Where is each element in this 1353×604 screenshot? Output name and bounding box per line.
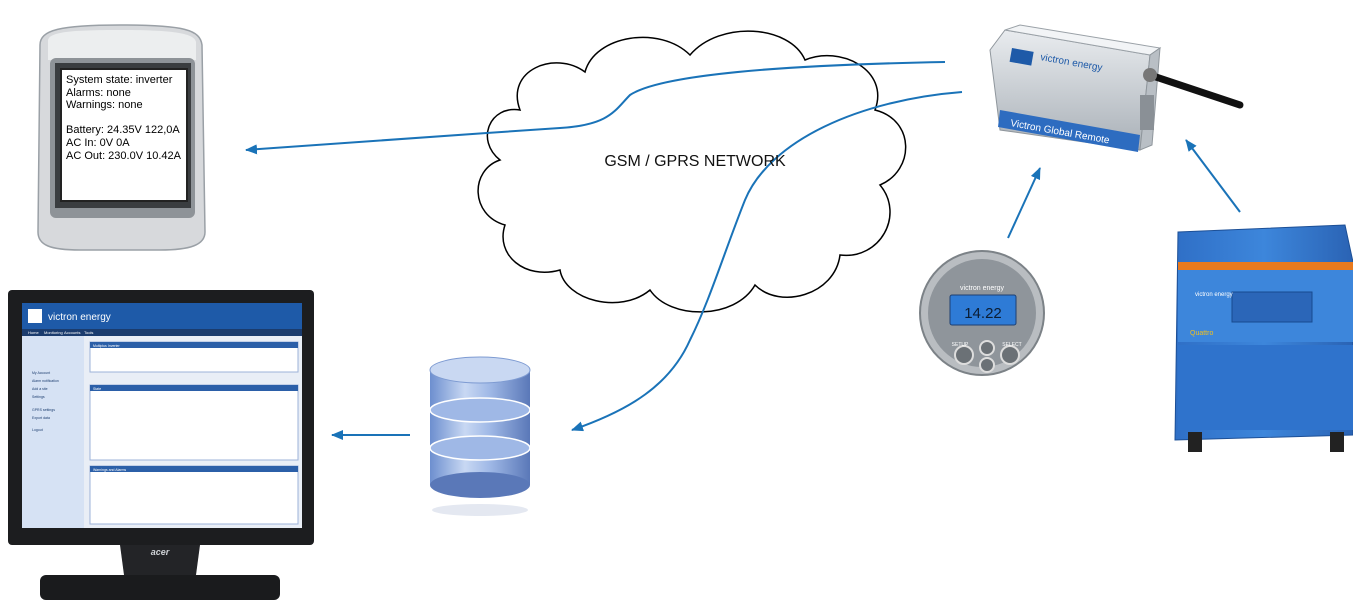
monitor-panel-title: Multiplus Inverter <box>93 344 120 348</box>
bmv-reading: 14.22 <box>964 305 1002 322</box>
phone-line-spacer <box>66 112 182 125</box>
monitor-menu-item: Logout <box>32 428 43 432</box>
monitor-menu-item: Add a site <box>32 387 48 391</box>
monitor-panel-title: State <box>93 387 101 391</box>
quattro-inverter <box>1174 224 1353 452</box>
phone-screen: System state: inverter Alarms: none Warn… <box>60 68 188 202</box>
bmv-brand: victron energy <box>960 285 1004 292</box>
network-cloud <box>477 30 907 313</box>
quattro-brand: victron energy <box>1195 292 1233 298</box>
bmv-select-label: SELECT <box>1002 342 1021 348</box>
monitor-bezel-brand: acer <box>151 547 170 557</box>
battery-monitor-device <box>919 250 1045 376</box>
monitor-menu-item: My Account <box>32 371 50 375</box>
monitor-brand: victron energy <box>48 312 111 323</box>
phone-line-ac-in: AC In: 0V 0A <box>66 136 130 149</box>
network-label: GSM / GPRS NETWORK <box>604 153 786 170</box>
monitor-nav-home: Home <box>28 330 39 335</box>
arrow-remote-to-database <box>571 91 963 432</box>
arrow-bmv-to-remote <box>1007 167 1041 239</box>
phone-line-ac-out: AC Out: 230.0V 10.42A <box>66 149 181 162</box>
computer-monitor <box>8 290 314 600</box>
quattro-model: Quattro <box>1190 330 1213 337</box>
monitor-menu-item: GPRS settings <box>32 408 55 412</box>
monitor-nav-tools: Tools <box>84 330 93 335</box>
monitor-menu-item: Alarm notification <box>32 379 59 383</box>
arrow-remote-to-phone <box>245 61 946 155</box>
monitor-panel-title: Warnings and Alarms <box>93 468 126 472</box>
bmv-setup-label: SETUP <box>952 342 969 348</box>
monitor-nav-monitoring: Monitoring <box>44 330 63 335</box>
database-icon <box>429 356 531 516</box>
phone-line-alarms: Alarms: none <box>66 86 131 99</box>
global-remote-device <box>989 24 1244 152</box>
monitor-menu-item: Settings <box>32 395 45 399</box>
monitor-nav-accounts: Accounts <box>64 330 80 335</box>
phone-line-system-state: System state: inverter <box>66 74 173 86</box>
monitor-menu-item: Export data <box>32 416 50 420</box>
phone-line-warnings: Warnings: none <box>66 99 143 112</box>
phone-line-battery: Battery: 24.35V 122,0A <box>66 124 180 137</box>
arrow-quattro-to-remote <box>1185 139 1241 213</box>
